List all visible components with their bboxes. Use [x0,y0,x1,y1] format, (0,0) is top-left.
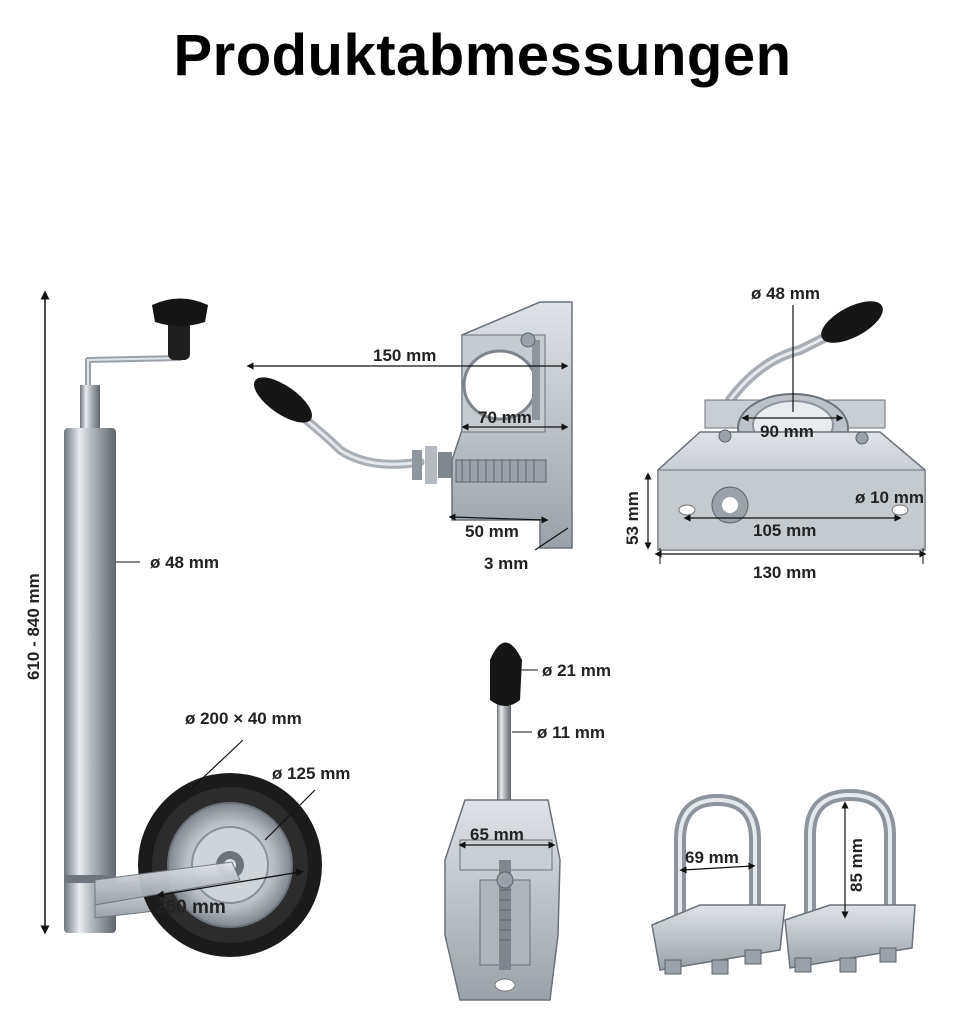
clamp-side-opening-label: 70 mm [478,408,532,427]
clamp-top-height-label: 53 mm [623,491,642,545]
clamp-side-thickness-label: 3 mm [484,554,529,573]
clamp-top-view [644,301,927,564]
jack-height-label: 610 - 840 mm [24,573,43,680]
page-title: Produktabmessungen [173,23,792,88]
clamp-top-ring-label: 90 mm [760,422,814,441]
clamp-top-hole-label: ø 10 mm [855,488,924,507]
clamp-side-width-label: 50 mm [465,522,519,541]
ubolt-width-label: 69 mm [685,848,739,867]
jack-wheel-size-label: ø 200 × 40 mm [185,709,302,728]
jack-tube-diameter-label: ø 48 mm [150,553,219,572]
u-bolts [651,788,916,975]
clamp-front-view [444,642,561,1001]
clamp-front-knob-label: ø 21 mm [542,661,611,680]
jack-arm-length-label: 260 mm [155,897,226,918]
jockey-wheel [40,290,322,957]
clamp-side-view [246,301,573,551]
jack-rim-diameter-label: ø 125 mm [272,764,351,783]
clamp-front-width-label: 65 mm [470,825,524,844]
clamp-side-length-label: 150 mm [373,346,437,365]
ubolt-height-label: 85 mm [847,838,866,892]
clamp-top-bore-label: ø 48 mm [751,284,820,303]
clamp-top-hole-spacing-label: 105 mm [753,521,817,540]
clamp-top-base-width-label: 130 mm [753,563,817,582]
clamp-front-rod-label: ø 11 mm [537,723,606,742]
